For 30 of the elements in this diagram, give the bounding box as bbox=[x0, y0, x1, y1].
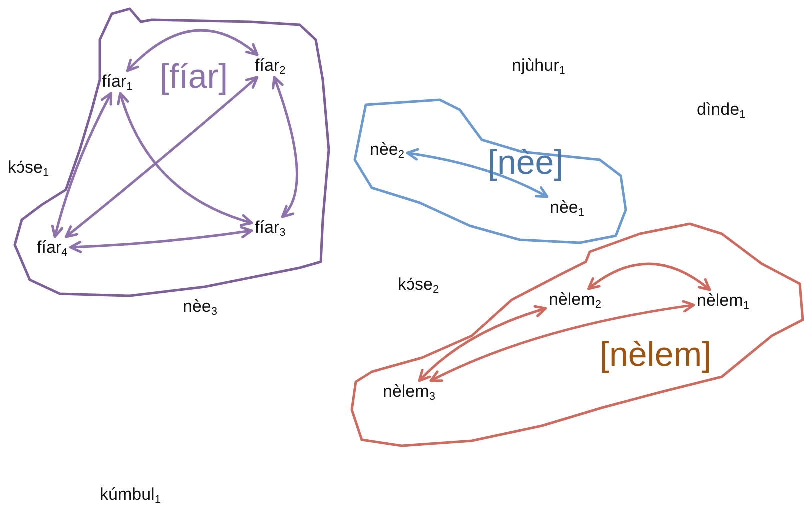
arrow bbox=[406, 148, 549, 198]
word-label: njùhur$_{1}$ bbox=[512, 56, 566, 76]
region-outline bbox=[352, 224, 803, 446]
arrow bbox=[272, 76, 298, 218]
word-label: nèlem$_{3}$ bbox=[383, 382, 436, 402]
word-label: fíar$_{2}$ bbox=[255, 56, 286, 76]
word-label: kɔ́se$_{2}$ bbox=[398, 275, 440, 296]
arrow bbox=[587, 262, 712, 292]
word-label: fíar$_{3}$ bbox=[255, 218, 286, 238]
arrow bbox=[52, 92, 113, 238]
region-outline bbox=[355, 100, 626, 243]
word-label: nèe$_{2}$ bbox=[370, 140, 404, 160]
arrow bbox=[418, 306, 548, 382]
word-label: nèlem$_{1}$ bbox=[697, 291, 750, 312]
arrow bbox=[126, 29, 259, 72]
arrow bbox=[430, 300, 696, 382]
word-label: fíar$_{4}$ bbox=[37, 238, 68, 258]
arrow bbox=[118, 92, 254, 226]
word-label: nèlem$_{2}$ bbox=[549, 290, 602, 310]
arrow bbox=[65, 76, 259, 238]
region-label: [nèlem] bbox=[600, 338, 712, 372]
region-label: [nèe] bbox=[488, 146, 564, 180]
word-label: kúmbul$_{1}$ bbox=[100, 485, 161, 506]
word-label: dìnde$_{1}$ bbox=[697, 100, 746, 120]
arrow bbox=[69, 226, 254, 254]
region-label: [fíar] bbox=[160, 60, 228, 94]
word-label: nèe$_{1}$ bbox=[550, 198, 584, 218]
word-label: kɔ́se$_{1}$ bbox=[8, 158, 50, 178]
word-label: nèe$_{3}$ bbox=[183, 297, 218, 318]
word-label: fíar$_{1}$ bbox=[102, 72, 133, 92]
